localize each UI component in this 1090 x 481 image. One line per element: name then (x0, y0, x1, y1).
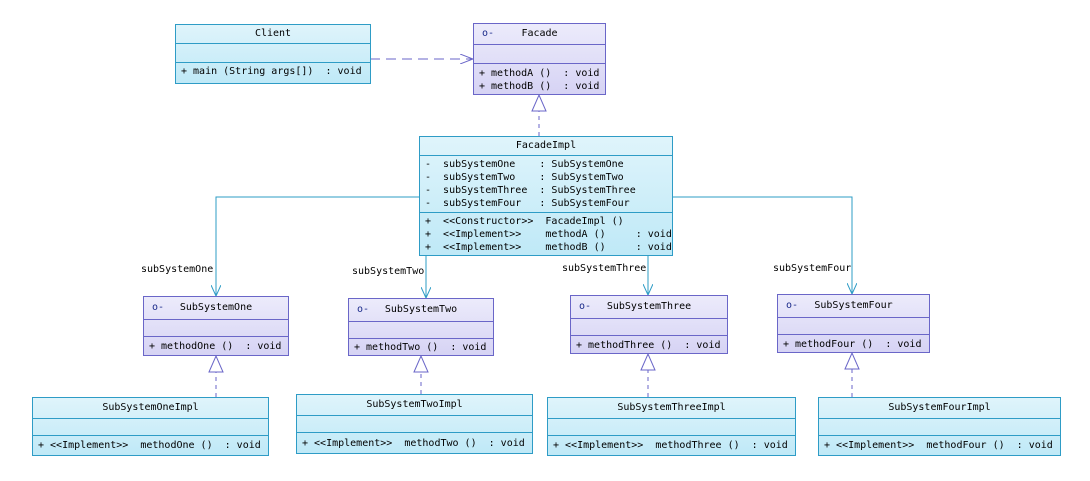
attribute-row: - subSystemThree : SubSystemThree (425, 185, 636, 196)
method-row: + <<Constructor>> FacadeImpl () (425, 216, 624, 227)
attribute-row: - subSystemTwo : SubSystemTwo (425, 172, 624, 183)
association-four (672, 196, 852, 294)
method-row: + <<Implement>> methodThree () : void (553, 440, 788, 451)
method-row: + methodA () : void (479, 68, 600, 79)
interface-subsystemone[interactable]: o- SubSystemOne + methodOne () : void (143, 296, 289, 356)
interface-icon: o- (482, 28, 495, 39)
role-label-subsystemone: subSystemOne (141, 264, 214, 275)
method-row: + methodFour () : void (783, 339, 922, 350)
attributes-section (778, 318, 929, 335)
class-subsystemoneimpl[interactable]: SubSystemOneImpl + <<Implement>> methodO… (32, 397, 269, 456)
method-row: + methodThree () : void (576, 340, 721, 351)
interface-facade[interactable]: o- Facade + methodA () : void + methodB … (473, 23, 606, 95)
class-name: SubSystemOneImpl (33, 398, 268, 419)
methods-section: + methodTwo () : void (349, 339, 493, 354)
class-subsystemfourimpl[interactable]: SubSystemFourImpl + <<Implement>> method… (818, 397, 1061, 456)
class-name: SubSystemFour (814, 300, 893, 311)
method-row: + methodB () : void (479, 81, 600, 92)
methods-section: + <<Implement>> methodFour () : void (819, 436, 1060, 452)
attributes-section (548, 419, 795, 436)
attribute-row: - subSystemOne : SubSystemOne (425, 159, 624, 170)
interface-subsystemthree[interactable]: o- SubSystemThree + methodThree () : voi… (570, 295, 728, 354)
attributes-section (33, 419, 268, 436)
association-one (216, 196, 420, 296)
class-subsystemthreeimpl[interactable]: SubSystemThreeImpl + <<Implement>> metho… (547, 397, 796, 456)
methods-section: + methodThree () : void (571, 336, 727, 352)
methods-section: + main (String args[]) : void (176, 63, 370, 78)
interface-icon: o- (357, 304, 370, 315)
attributes-section (144, 320, 288, 337)
method-row: + main (String args[]) : void (181, 66, 362, 77)
method-row: + <<Implement>> methodTwo () : void (302, 438, 525, 449)
interface-icon: o- (579, 301, 592, 312)
class-subsystemtwoimpl[interactable]: SubSystemTwoImpl + <<Implement>> methodT… (296, 394, 533, 454)
method-row: + <<Implement>> methodA () : void (425, 229, 672, 240)
interface-subsystemfour[interactable]: o- SubSystemFour + methodFour () : void (777, 294, 930, 353)
methods-section: + <<Implement>> methodThree () : void (548, 436, 795, 452)
attribute-row: - subSystemFour : SubSystemFour (425, 198, 630, 209)
method-row: + <<Implement>> methodOne () : void (38, 440, 261, 451)
interface-subsystemtwo[interactable]: o- SubSystemTwo + methodTwo () : void (348, 298, 494, 356)
attributes-section (571, 319, 727, 336)
attributes-section (474, 45, 605, 64)
class-name: SubSystemFourImpl (819, 398, 1060, 419)
class-name: FacadeImpl (420, 137, 672, 156)
method-row: + <<Implement>> methodB () : void (425, 242, 672, 253)
method-row: + methodTwo () : void (354, 342, 487, 353)
methods-section: + methodFour () : void (778, 335, 929, 351)
role-label-subsystemtwo: subSystemTwo (352, 266, 425, 277)
class-name: SubSystemThree (606, 301, 692, 312)
class-name: SubSystemTwoImpl (297, 395, 532, 416)
interface-icon: o- (786, 300, 799, 311)
methods-section: + <<Constructor>> FacadeImpl () + <<Impl… (420, 213, 672, 254)
class-name: SubSystemThreeImpl (548, 398, 795, 419)
role-label-subsystemthree: subSystemThree (562, 263, 647, 274)
class-name: Client (176, 25, 370, 44)
attributes-section (349, 322, 493, 339)
methods-section: + <<Implement>> methodTwo () : void (297, 433, 532, 450)
attributes-section (297, 416, 532, 433)
methods-section: + <<Implement>> methodOne () : void (33, 436, 268, 452)
methods-section: + methodOne () : void (144, 337, 288, 353)
class-name: SubSystemTwo (384, 304, 458, 315)
class-name: SubSystemOne (179, 302, 253, 313)
attributes-section (819, 419, 1060, 436)
class-name: Facade (521, 28, 558, 39)
interface-icon: o- (152, 302, 165, 313)
class-facadeimpl[interactable]: FacadeImpl - subSystemOne : SubSystemOne… (419, 136, 673, 256)
methods-section: + methodA () : void + methodB () : void (474, 64, 605, 93)
attributes-section: - subSystemOne : SubSystemOne - subSyste… (420, 156, 672, 213)
attributes-section (176, 44, 370, 63)
class-client[interactable]: Client + main (String args[]) : void (175, 24, 371, 84)
method-row: + <<Implement>> methodFour () : void (824, 440, 1053, 451)
method-row: + methodOne () : void (149, 341, 282, 352)
role-label-subsystemfour: subSystemFour (773, 263, 852, 274)
